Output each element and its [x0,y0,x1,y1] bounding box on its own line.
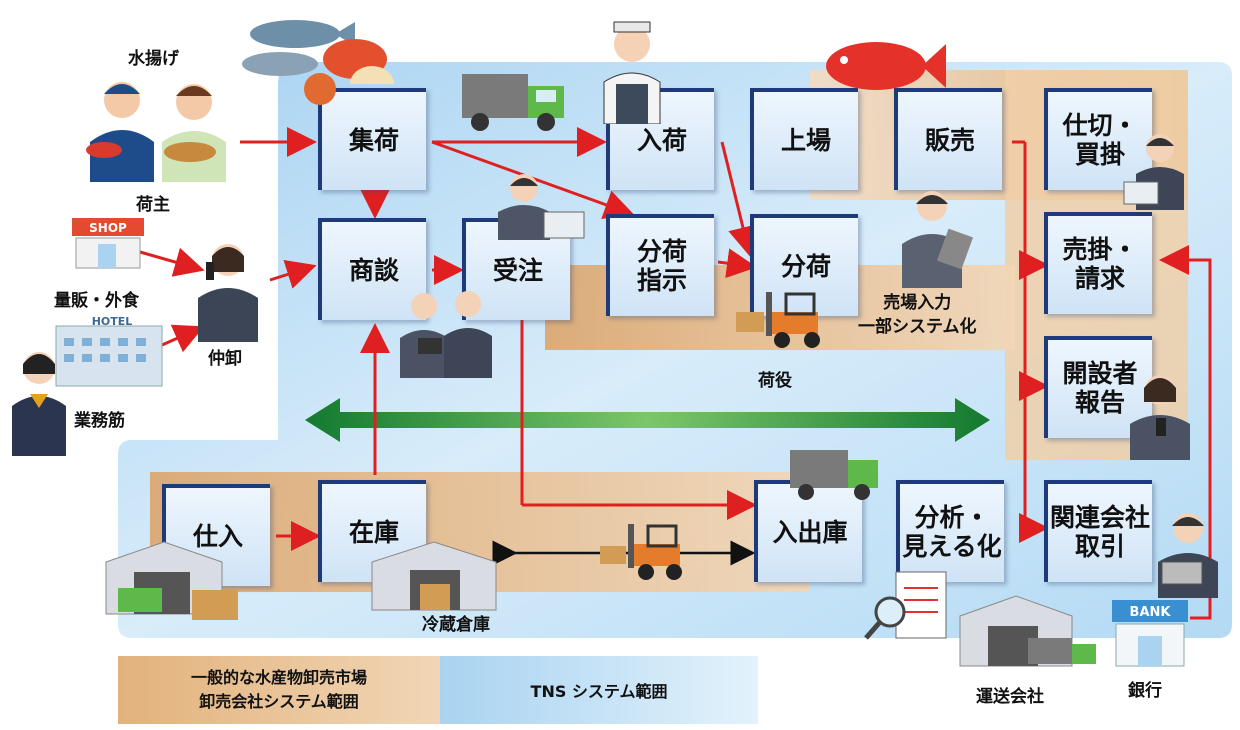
box-kanren: 関連会社 取引 [1044,480,1152,582]
label-nakaoroshi: 仲卸 [208,349,242,369]
staff-tablet-right-icon [1158,513,1218,598]
business-woman-icon [12,352,66,456]
label-uriba: 売場入力 一部システム化 [858,293,977,337]
label-unso: 運送会社 [976,687,1044,707]
legend-market-system: 一般的な水産物卸売市場 卸売会社システム範囲 [118,656,440,724]
warehouse-shiire-icon [105,541,238,620]
bank-sign: BANK [1130,605,1172,620]
bank-icon: BANK [1112,600,1188,667]
label-ginko: 銀行 [1128,681,1162,701]
staff-tablet-pair-icon [400,291,492,378]
forklift-icon [736,292,820,348]
box-shikiri: 仕切・ 買掛 [1044,88,1152,190]
box-kaisetsusha: 開設者 報告 [1044,336,1152,438]
shipping-company-icon [959,595,1096,667]
red-snapper-icon [826,42,946,90]
seafood-catch-icon [242,20,394,105]
cold-storage-icon [371,541,497,611]
label-ninushi: 荷主 [136,195,170,215]
staff-laptop-icon [498,174,585,240]
label-gyomusuji: 業務筋 [74,411,125,431]
staff-laptop-right-icon [1123,134,1184,210]
green-double-arrow [305,398,990,442]
truck-icon [462,74,564,131]
legend-tns-system: TNS システム範囲 [440,656,758,724]
shop-sign: SHOP [89,221,127,235]
hotel-icon: HOTEL [55,316,163,387]
box-bunka: 分荷 [750,214,858,316]
shop-icon: SHOP [72,218,144,269]
box-bunseki: 分析・ 見える化 [896,480,1004,582]
box-hanbai: 販売 [894,88,1002,190]
truck-small-icon [790,450,878,500]
box-shiire: 仕入 [162,484,270,586]
broker-phone-icon [198,244,258,342]
box-urikake: 売掛・ 請求 [1044,212,1152,314]
worker-icon [603,21,661,124]
shipper-people-icon [86,82,226,182]
forklift-bottom-icon [600,524,682,580]
box-bunka-shiji: 分荷 指示 [606,214,714,316]
seller-tablet-icon [902,191,974,288]
analysis-clipboard-icon [864,571,947,640]
hotel-sign: HOTEL [92,316,133,328]
label-ryohan: 量販・外食 [54,291,139,311]
box-shuka: 集荷 [318,88,426,190]
label-niyaku: 荷役 [758,371,792,391]
label-mizuage: 水揚げ [128,49,179,69]
label-reizo: 冷蔵倉庫 [422,615,490,635]
staff-phone-icon [1130,375,1190,460]
box-joba: 上場 [750,88,858,190]
box-shodan: 商談 [318,218,426,320]
